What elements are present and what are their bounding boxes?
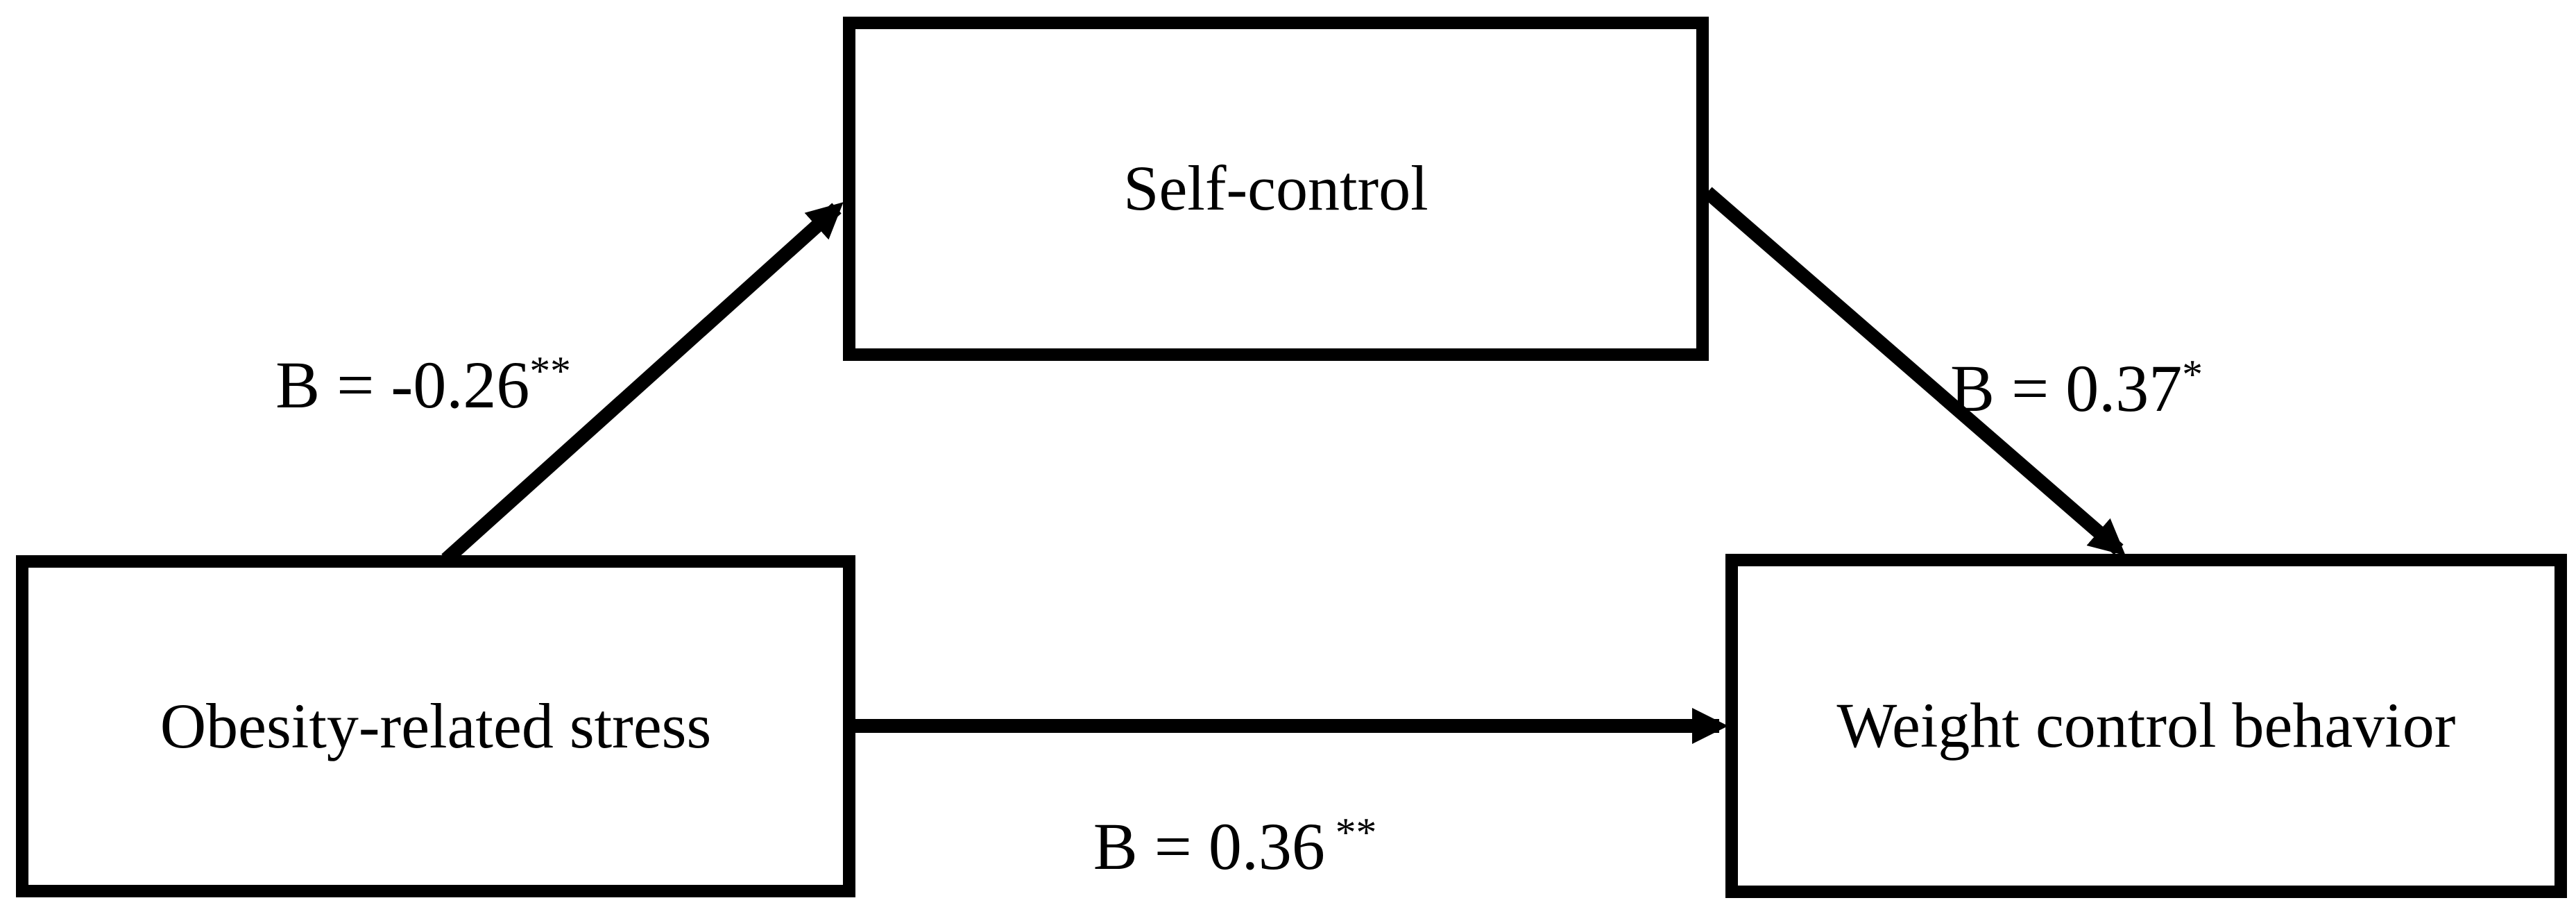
node-weight-control-behavior-label: Weight control behavior bbox=[1836, 690, 2456, 761]
path-b-coefficient-value: B = 0.37 bbox=[1950, 351, 2183, 425]
path-a-coefficient-label: B = -0.26** bbox=[275, 350, 571, 418]
path-a-significance-asterisks: ** bbox=[529, 348, 571, 393]
node-obesity-related-stress: Obesity-related stress bbox=[16, 555, 855, 897]
path-a-coefficient-value: B = -0.26 bbox=[275, 348, 530, 422]
node-obesity-related-stress-label: Obesity-related stress bbox=[160, 690, 712, 761]
path-b-significance-asterisks: * bbox=[2182, 351, 2203, 397]
node-weight-control-behavior: Weight control behavior bbox=[1725, 554, 2567, 898]
arrow-selfcontrol-to-weightcontrol bbox=[1703, 187, 2126, 556]
path-c-coefficient-value: B = 0.36 bbox=[1093, 809, 1325, 883]
path-b-coefficient-label: B = 0.37* bbox=[1950, 353, 2203, 422]
node-self-control: Self-control bbox=[843, 17, 1709, 361]
path-c-coefficient-label: B = 0.36 ** bbox=[1093, 811, 1377, 880]
path-c-significance-asterisks: ** bbox=[1324, 809, 1377, 855]
node-self-control-label: Self-control bbox=[1123, 153, 1428, 224]
arrow-obesity-to-selfcontrol bbox=[441, 202, 844, 565]
